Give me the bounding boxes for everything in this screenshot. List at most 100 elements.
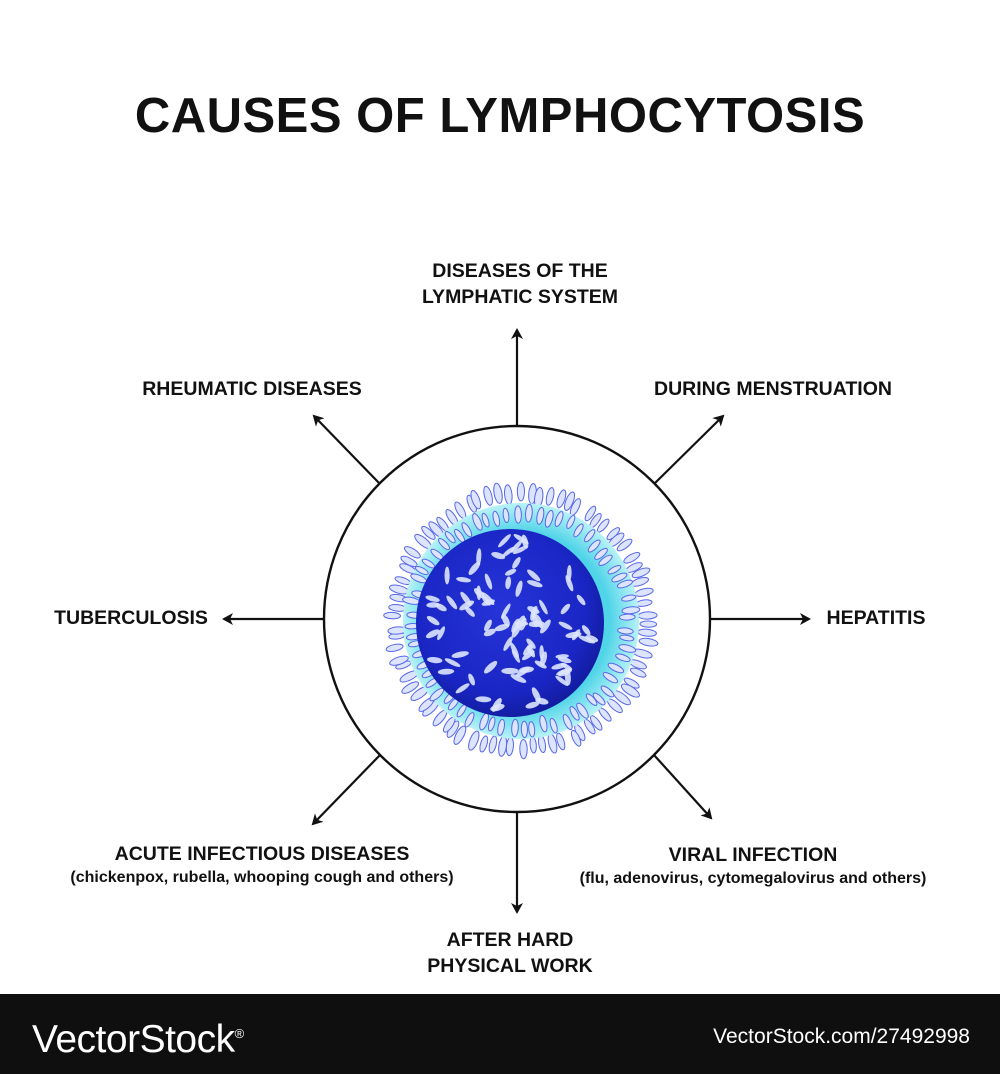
granule — [425, 595, 440, 602]
granule — [444, 658, 461, 667]
cause-right-line1: HEPATITIS — [826, 607, 926, 629]
granule — [464, 606, 475, 617]
granule — [476, 585, 482, 601]
granule — [527, 580, 543, 588]
granule — [427, 657, 443, 664]
villus — [615, 653, 631, 662]
watermark-reg-mark: ® — [234, 1026, 245, 1041]
arrow-bottom-right — [653, 754, 713, 820]
granule — [491, 552, 506, 560]
villus — [403, 546, 421, 559]
villus — [514, 505, 522, 524]
cause-bottom-right-label: VIRAL INFECTION (flu, adenovirus, cytome… — [518, 842, 988, 890]
villus — [401, 681, 420, 694]
cause-top-line2: LYMPHATIC SYSTEM — [421, 286, 619, 308]
cause-bottom-line1: AFTER HARD — [446, 929, 574, 951]
granule — [494, 623, 510, 632]
villus — [617, 627, 634, 635]
cause-bottom-left-label: ACUTE INFECTIOUS DISEASES (chickenpox, r… — [10, 841, 514, 889]
granule — [558, 621, 573, 630]
granule — [560, 603, 571, 615]
granule — [534, 660, 547, 669]
villus — [638, 637, 659, 647]
granule — [425, 629, 440, 639]
cause-top-left-label: RHEUMATIC DISEASES — [102, 376, 402, 402]
villus — [464, 712, 475, 728]
cause-top-right-line1: DURING MENSTRUATION — [654, 378, 892, 400]
villus — [470, 490, 482, 510]
granule — [581, 625, 591, 636]
villus — [570, 729, 582, 747]
villus — [502, 507, 510, 524]
cause-top-label: DISEASES OF THE LYMPHATIC SYSTEM — [360, 258, 680, 310]
granule — [557, 668, 572, 677]
granule — [484, 573, 493, 590]
cause-bottom-left-line1: ACUTE INFECTIOUS DISEASES — [114, 843, 410, 865]
granule — [446, 595, 458, 610]
watermark-brand: VectorStock — [32, 1018, 235, 1061]
granule — [521, 534, 529, 549]
villus — [629, 667, 647, 678]
villus — [585, 693, 598, 706]
villus — [602, 672, 619, 684]
villus — [472, 513, 483, 531]
cause-left-line1: TUBERCULOSIS — [54, 607, 208, 629]
granule — [504, 568, 517, 576]
arrows — [222, 328, 811, 914]
granule — [585, 635, 599, 643]
cause-bottom-left-detail: (chickenpox, rubella, whooping cough and… — [70, 869, 454, 886]
granule — [456, 577, 472, 583]
cause-top-left-line1: RHEUMATIC DISEASES — [142, 378, 362, 400]
granule — [484, 619, 492, 632]
granule — [505, 576, 512, 590]
watermark-bar: VectorStock® VectorStock.com/27492998 — [0, 994, 1000, 1074]
granule — [551, 663, 567, 670]
villus — [618, 644, 637, 653]
villus — [556, 489, 567, 509]
villus — [520, 720, 529, 738]
villus — [619, 634, 635, 642]
granule — [483, 628, 496, 637]
villus — [421, 525, 436, 540]
villus — [573, 523, 584, 538]
lymphocytosis-diagram — [222, 328, 811, 914]
villus — [607, 662, 625, 674]
villus — [437, 538, 451, 551]
villus — [468, 730, 480, 751]
villus — [611, 572, 628, 583]
granule — [555, 675, 569, 686]
villus — [556, 732, 566, 751]
villus — [479, 735, 489, 753]
granule — [530, 605, 538, 621]
villus — [511, 718, 519, 738]
villus — [481, 512, 490, 528]
villus — [544, 509, 554, 528]
cell-villi-front — [402, 503, 641, 738]
villus — [631, 567, 651, 579]
villus — [620, 683, 640, 698]
villus — [483, 485, 493, 506]
granule — [455, 683, 470, 694]
granule — [571, 629, 581, 641]
villus — [536, 507, 545, 525]
granule — [523, 643, 533, 656]
villus — [519, 739, 528, 760]
granule — [460, 591, 472, 606]
granule — [510, 674, 527, 683]
granule — [512, 545, 528, 555]
granule — [511, 649, 521, 663]
granule — [503, 636, 513, 651]
villus — [600, 685, 615, 698]
villus — [584, 505, 597, 522]
lymphocyte-cell — [383, 481, 659, 760]
villus — [569, 706, 580, 721]
villus — [444, 531, 456, 544]
villus — [539, 714, 548, 733]
cause-bottom-line2: PHYSICAL WORK — [427, 955, 593, 977]
granule — [484, 660, 498, 674]
granule — [576, 594, 586, 606]
villus — [385, 643, 404, 652]
granule — [468, 561, 481, 575]
granule — [481, 595, 491, 606]
